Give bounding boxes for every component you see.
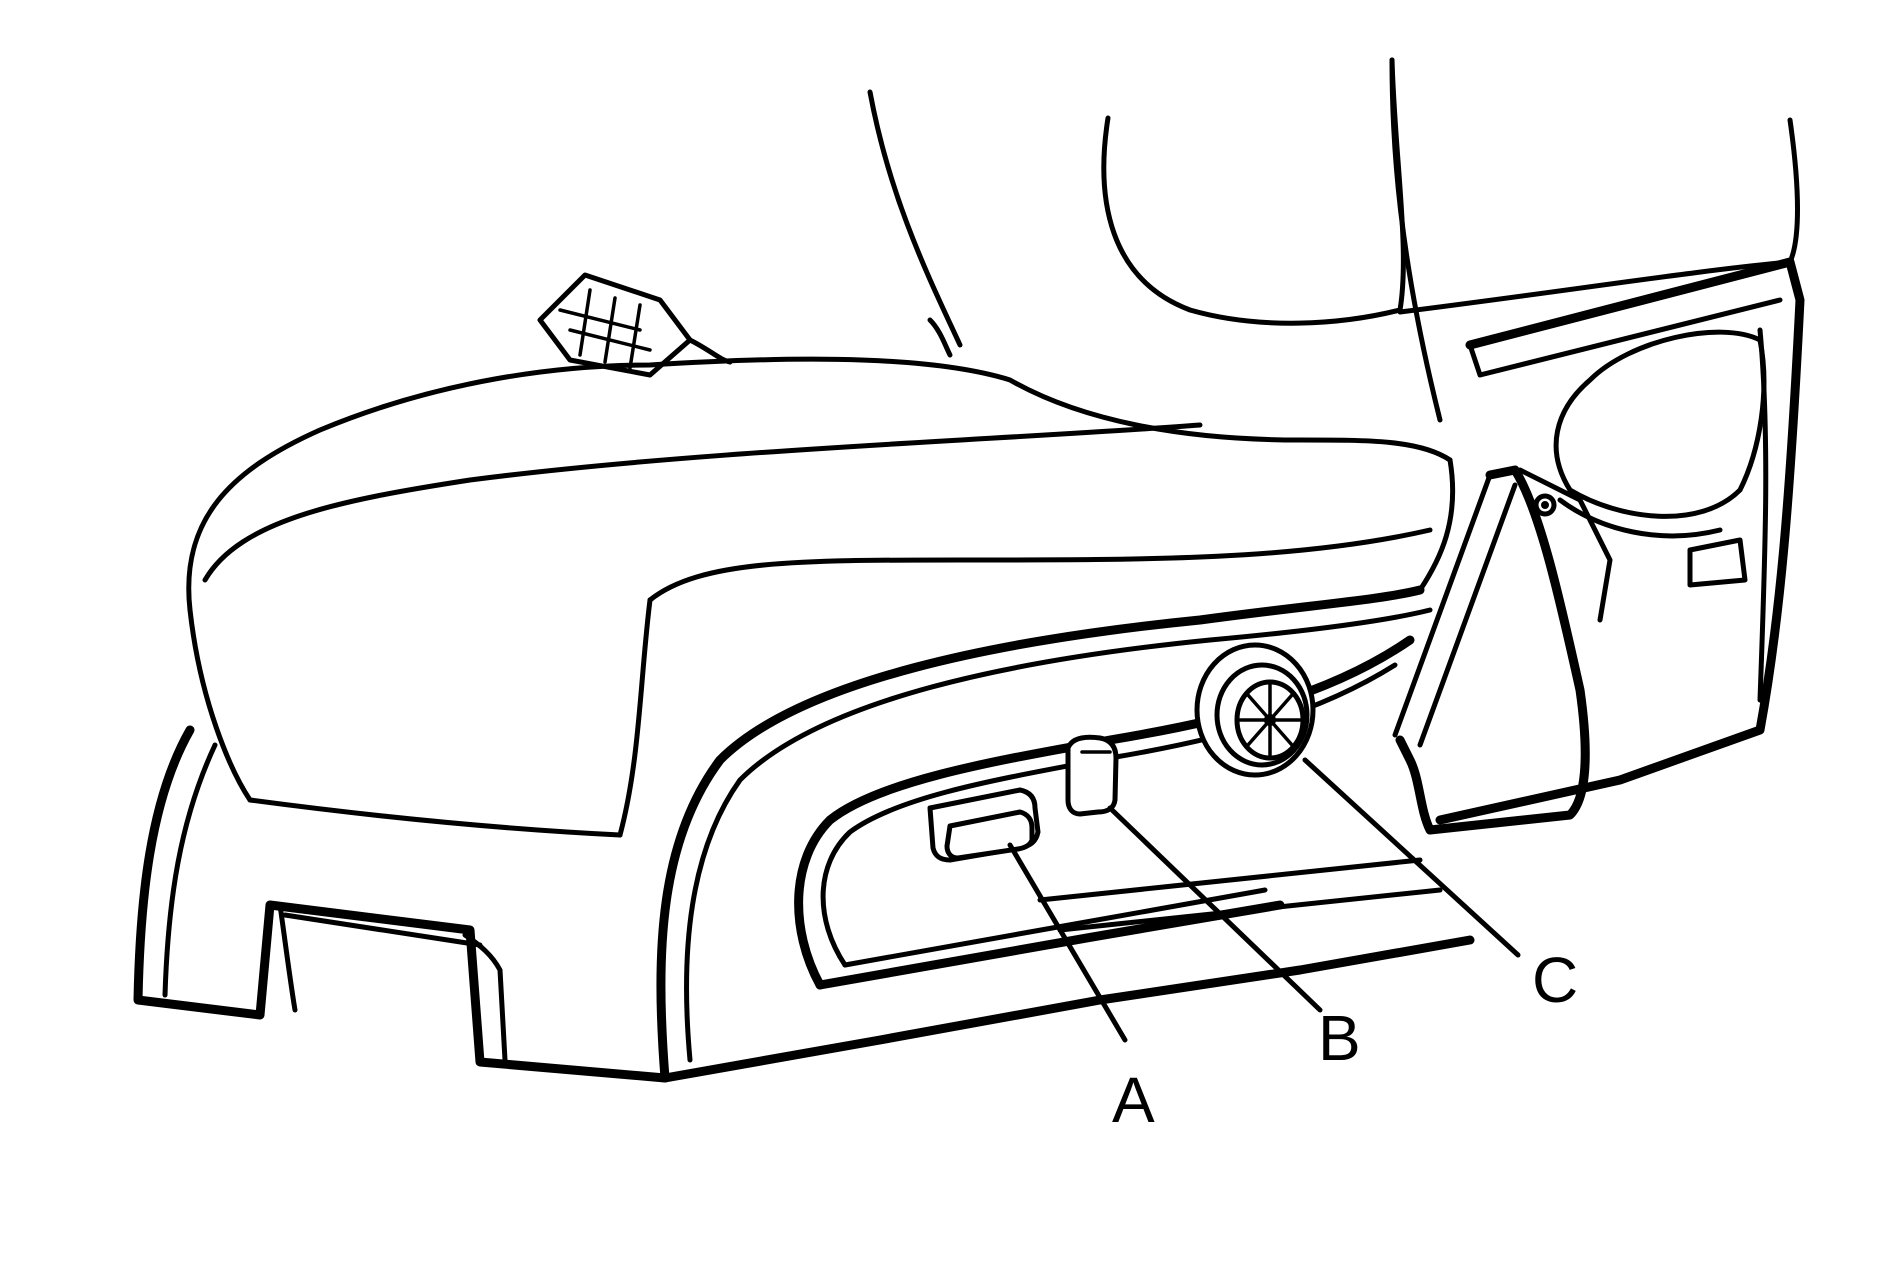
seat-cushion — [186, 356, 1456, 838]
side-trim-panel — [656, 585, 1475, 1083]
callout-label-c: C — [1532, 944, 1578, 1016]
callout-label-a: A — [1112, 1064, 1155, 1136]
leader-line-a — [1007, 842, 1128, 1043]
seat-back — [867, 57, 1800, 423]
side-lever — [1392, 465, 1590, 835]
leader-lines — [1007, 757, 1521, 1043]
leader-line-b — [1107, 805, 1323, 1013]
switch-a-seat-adjuster — [927, 787, 1041, 863]
seat-base — [133, 725, 670, 1083]
switch-c-lumbar-knob — [1194, 642, 1316, 778]
switch-b-recline — [1065, 734, 1119, 817]
seat-side-shield — [1435, 257, 1805, 825]
callout-label-b: B — [1318, 1002, 1361, 1074]
leader-line-c — [1302, 757, 1521, 958]
